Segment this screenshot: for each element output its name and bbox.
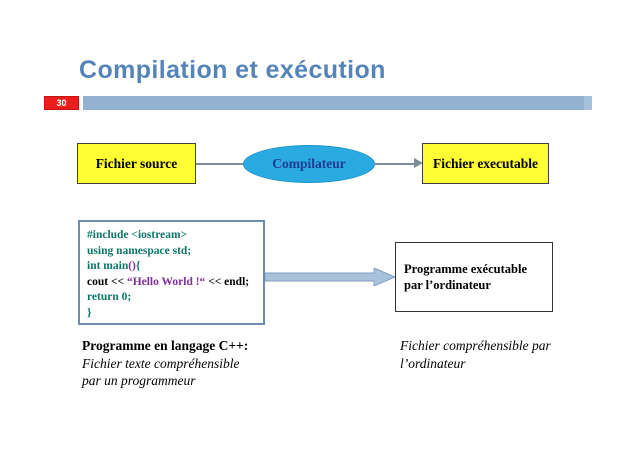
block-arrow-icon bbox=[265, 268, 396, 286]
source-file-box: Fichier source bbox=[77, 143, 196, 184]
caption-line: l’ordinateur bbox=[400, 355, 466, 371]
source-code-block: #include <iostream> using namespace std;… bbox=[78, 220, 265, 325]
caption-source-program: Programme en langage C++: Fichier texte … bbox=[82, 337, 248, 390]
connector-line-right bbox=[374, 163, 416, 165]
executable-program-line: Programme exécutable bbox=[404, 262, 527, 276]
code-line: return 0; bbox=[87, 291, 132, 303]
caption-line: Programme en langage C++: bbox=[82, 338, 249, 353]
code-line: using namespace std; bbox=[87, 244, 192, 257]
code-line: #include <iostream> bbox=[87, 229, 188, 241]
title-underline-bar bbox=[83, 96, 592, 110]
connector-line-left bbox=[196, 163, 244, 165]
executable-program-line: par l’ordinateur bbox=[404, 278, 491, 292]
compiler-ellipse: Compilateur bbox=[243, 145, 375, 183]
page-number-badge: 30 bbox=[44, 96, 79, 110]
caption-line: par un programmeur bbox=[82, 373, 196, 388]
executable-program-box: Programme exécutable par l’ordinateur bbox=[395, 242, 553, 312]
code-line: int main(){ bbox=[87, 260, 141, 272]
caption-line: Fichier texte compréhensible bbox=[82, 355, 240, 371]
slide-title: Compilation et exécution bbox=[79, 56, 386, 84]
code-line: cout << “Hello World !“ << endl; bbox=[87, 275, 250, 288]
arrowhead-right-icon bbox=[414, 158, 423, 168]
caption-line: Fichier compréhensible par bbox=[400, 338, 551, 353]
caption-executable-file: Fichier compréhensible par l’ordinateur bbox=[400, 337, 551, 372]
code-line: } bbox=[87, 306, 92, 319]
executable-file-box: Fichier executable bbox=[422, 143, 549, 184]
